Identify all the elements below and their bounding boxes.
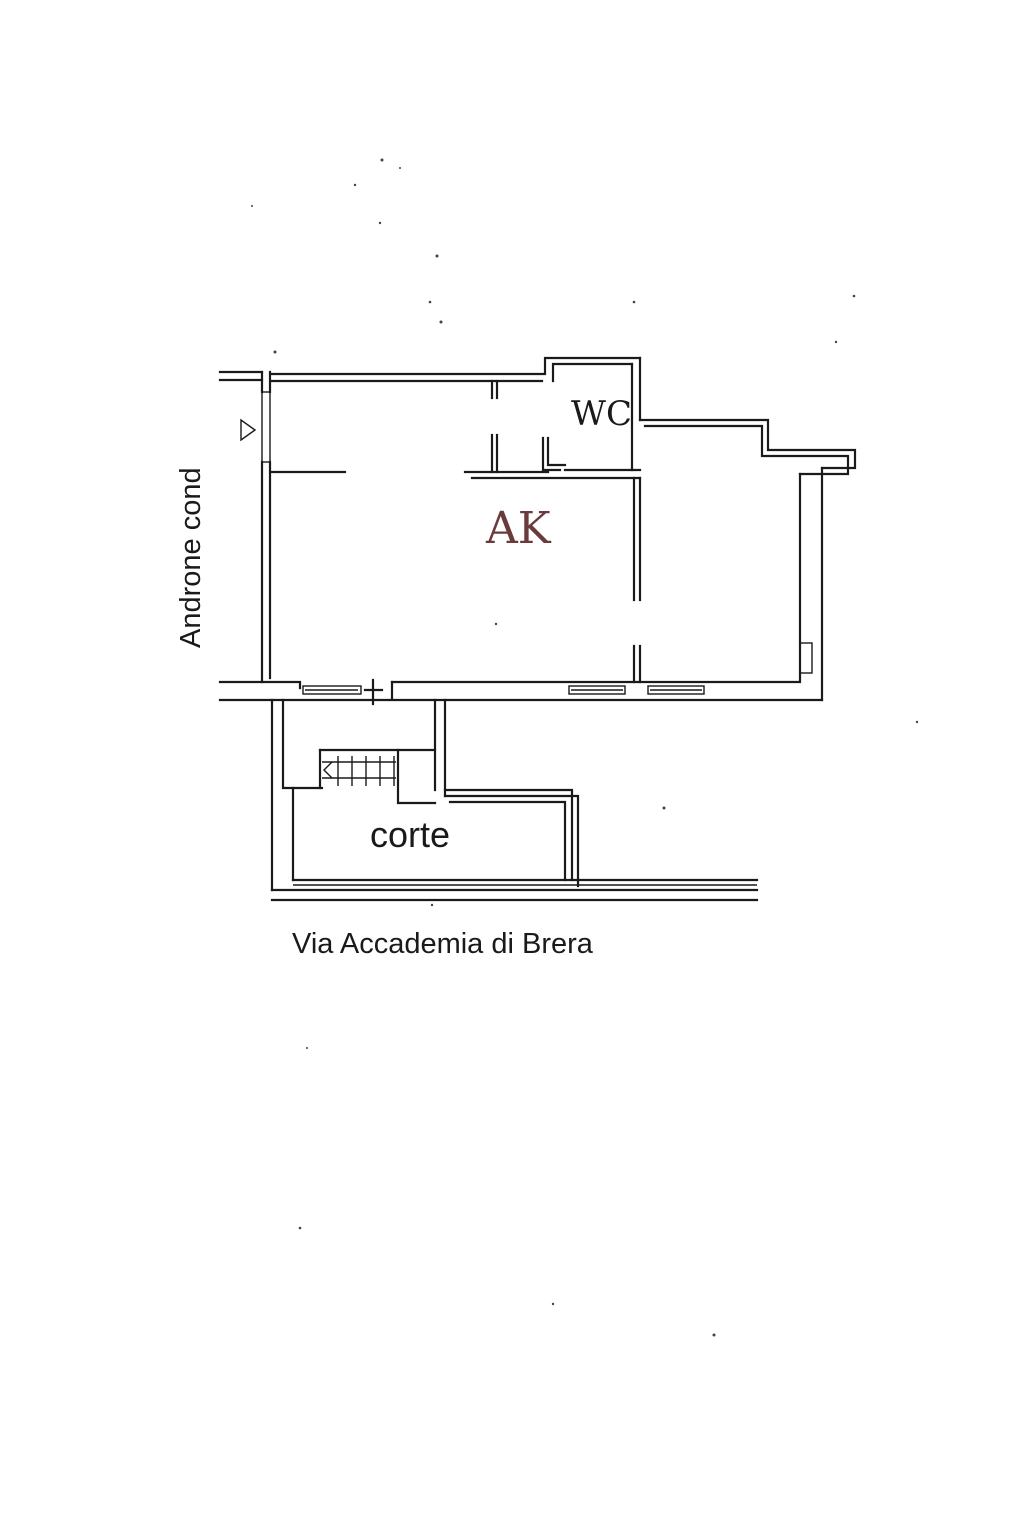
scan-noise bbox=[251, 158, 919, 1337]
street-label: Via Accademia di Brera bbox=[292, 928, 594, 960]
unit-walls bbox=[218, 356, 857, 706]
unit-label: AK bbox=[485, 503, 552, 554]
androne-label: Androne cond bbox=[175, 467, 207, 648]
stair-direction-arrow-icon bbox=[323, 761, 333, 779]
stair bbox=[322, 756, 396, 786]
courtyard-label: corte bbox=[370, 814, 450, 855]
courtyard-walls bbox=[270, 698, 759, 902]
wc-label: WC bbox=[571, 394, 632, 434]
entrance-arrow-icon bbox=[240, 418, 257, 442]
